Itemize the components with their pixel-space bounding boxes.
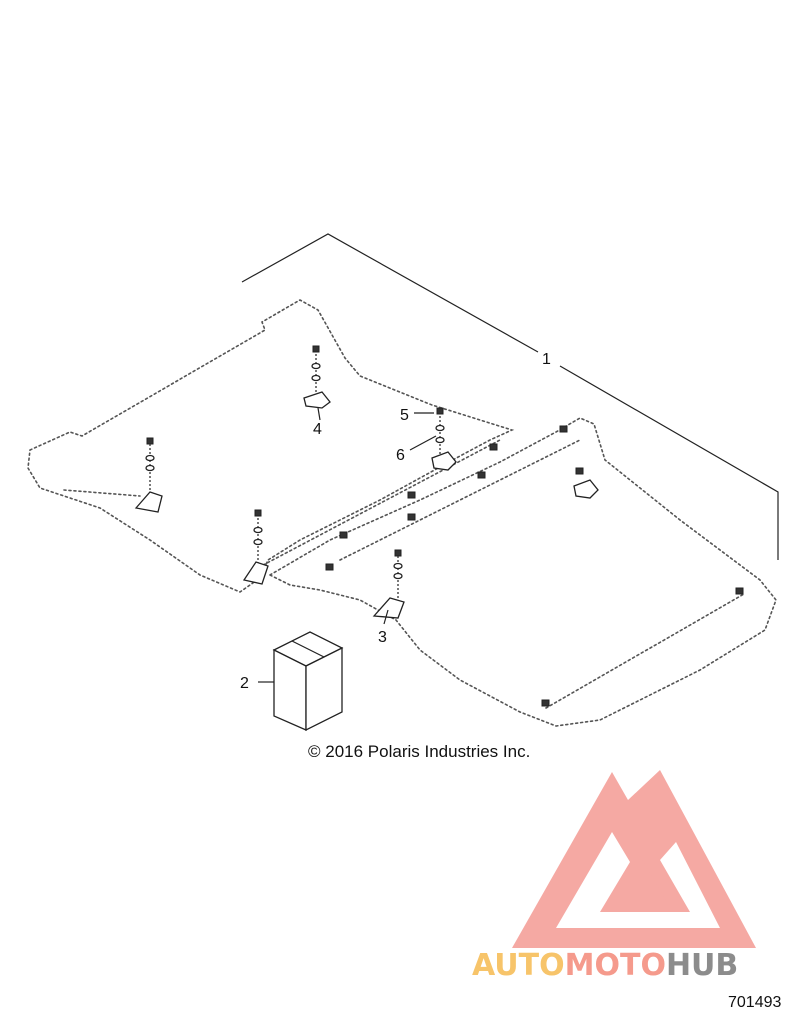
hardware-stack-left [134, 437, 163, 513]
item-2-box [272, 631, 344, 732]
callout-2: 2 [240, 675, 249, 692]
skid-plate-rear-inner-edge [63, 439, 501, 573]
hardware-stack-3 [372, 549, 405, 619]
hardware-stack-center-left [242, 509, 269, 585]
callout-5: 5 [400, 407, 409, 424]
copyright-text: © 2016 Polaris Industries Inc. [308, 742, 530, 761]
part-number: 701493 [728, 994, 781, 1011]
watermark-logo-icon [512, 770, 756, 948]
clip-nuts [325, 425, 744, 707]
callout-1: 1 [542, 351, 551, 368]
callout-1-leader [241, 233, 779, 560]
callout-6: 6 [396, 447, 405, 464]
skid-plate-rear [27, 299, 515, 593]
skid-plate-front-inner-edge [339, 439, 745, 709]
watermark-wordmark: AUTOMOTOHUB [472, 948, 738, 983]
callout-4: 4 [313, 421, 322, 438]
hardware-stack-4 [303, 345, 331, 409]
hardware-stack-5-6 [431, 407, 457, 471]
callout-3: 3 [378, 629, 387, 646]
callout-leaders [258, 407, 437, 683]
skid-plate-front [268, 417, 777, 727]
